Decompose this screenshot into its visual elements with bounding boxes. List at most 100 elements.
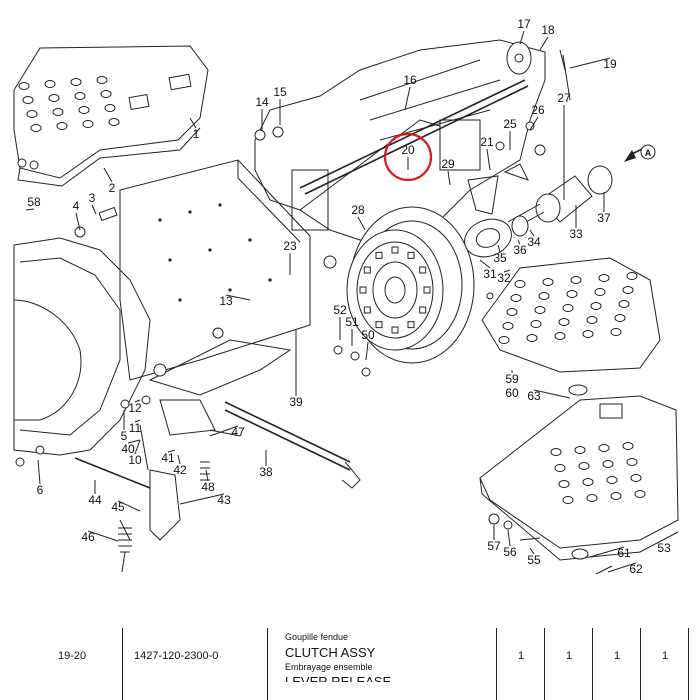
leader-lines <box>25 30 637 573</box>
disc-segment <box>363 306 371 314</box>
shafts-levers <box>74 339 361 573</box>
leader-line-47 <box>209 425 239 437</box>
plate-hole <box>52 108 64 116</box>
plate-hole <box>514 280 526 288</box>
plate-hole <box>74 92 86 100</box>
leader-line-46 <box>87 530 119 542</box>
row-ref: 19-20 <box>58 650 87 662</box>
leader-line-13 <box>225 294 251 301</box>
leader-line-34 <box>529 229 535 237</box>
disc-segment <box>359 286 367 294</box>
callout-label-56: 56 <box>503 545 517 559</box>
callout-label-42: 42 <box>173 463 187 477</box>
leader-line-2 <box>103 167 113 183</box>
plate-hole <box>598 444 610 452</box>
row-description-fr: Embrayage ensemble <box>285 662 373 672</box>
col-divider <box>592 628 593 700</box>
plate-hole <box>566 290 578 298</box>
plate-hole <box>550 448 562 456</box>
col-divider <box>544 628 545 700</box>
disc-segment <box>375 321 383 329</box>
callout-label-11: 11 <box>129 421 142 435</box>
callout-label-59: 59 <box>505 372 519 386</box>
callout-label-19: 19 <box>603 57 617 71</box>
leader-line-17 <box>519 30 525 45</box>
step-plate-right-lower <box>479 384 679 561</box>
plate-hole <box>610 328 622 336</box>
release-parts <box>464 121 645 258</box>
plate-hole <box>538 292 550 300</box>
leader-line-32 <box>503 269 511 273</box>
housing-rivet <box>168 258 172 262</box>
callout-label-31: 31 <box>483 267 497 281</box>
clutch-housing <box>13 159 311 456</box>
row-qty-3: 1 <box>614 650 621 662</box>
leader-line-45 <box>117 500 141 512</box>
callout-label-41: 41 <box>161 451 175 465</box>
leader-line-19 <box>569 57 611 69</box>
callout-label-3: 3 <box>89 191 96 205</box>
callout-label-4: 4 <box>73 199 80 213</box>
leader-line-31 <box>479 259 491 269</box>
col-divider <box>122 628 123 700</box>
plate-hole <box>96 76 108 84</box>
callout-label-39: 39 <box>289 395 303 409</box>
leader-line-4 <box>75 212 81 231</box>
housing-rivet <box>228 288 232 292</box>
plate-hole <box>582 478 594 486</box>
callout-label-13: 13 <box>219 294 233 308</box>
disc-segment <box>375 251 383 259</box>
callout-label-1: 1 <box>193 127 200 141</box>
callout-label-29: 29 <box>441 157 455 171</box>
housing-rivet <box>268 278 272 282</box>
callout-label-40: 40 <box>121 442 135 456</box>
plate-hole <box>554 332 566 340</box>
highlight-circle <box>383 132 433 182</box>
plate-hole <box>48 94 60 102</box>
callout-label-32: 32 <box>497 271 511 285</box>
callout-label-37: 37 <box>597 211 611 225</box>
callout-label-15: 15 <box>273 85 287 99</box>
plate-hole <box>22 96 34 104</box>
leader-line-21 <box>486 148 491 171</box>
leader-line-1 <box>189 117 197 129</box>
plate-hole <box>70 78 82 86</box>
callout-label-27: 27 <box>557 91 571 105</box>
col-divider <box>640 628 641 700</box>
callout-label-21: 21 <box>480 135 494 149</box>
housing-rivet <box>158 218 162 222</box>
callout-label-60: 60 <box>505 386 519 400</box>
callout-label-53: 53 <box>657 541 671 555</box>
row-qty-2: 1 <box>566 650 573 662</box>
plate-hole <box>506 308 518 316</box>
callout-label-12: 12 <box>128 401 142 415</box>
plate-hole <box>598 274 610 282</box>
leader-line-41 <box>167 449 176 453</box>
leader-line-40 <box>127 439 141 444</box>
leader-line-61 <box>589 546 625 558</box>
callout-label-17: 17 <box>517 17 531 31</box>
hardware <box>15 49 613 575</box>
callout-label-14: 14 <box>255 95 269 109</box>
col-divider <box>496 628 497 700</box>
callout-label-25: 25 <box>503 117 517 131</box>
leader-line-12 <box>134 399 141 403</box>
row-description: CLUTCH ASSY <box>285 645 376 660</box>
callout-label-20: 20 <box>401 143 415 157</box>
callout-label-46: 46 <box>81 530 95 544</box>
plate-hole <box>56 122 68 130</box>
callout-label-55: 55 <box>527 553 541 567</box>
disc-segment <box>391 326 399 334</box>
callout-label-26: 26 <box>531 103 545 117</box>
leader-line-48 <box>205 469 209 482</box>
plate-hole <box>626 272 638 280</box>
callout-label-2: 2 <box>109 181 116 195</box>
plate-hole <box>614 314 626 322</box>
disc-segment <box>419 266 427 274</box>
transmission-housing <box>254 39 546 241</box>
plate-hole <box>562 304 574 312</box>
plate-hole <box>510 294 522 302</box>
plate-hole <box>26 110 38 118</box>
leader-line-63 <box>533 389 571 399</box>
plate-hole <box>630 474 642 482</box>
